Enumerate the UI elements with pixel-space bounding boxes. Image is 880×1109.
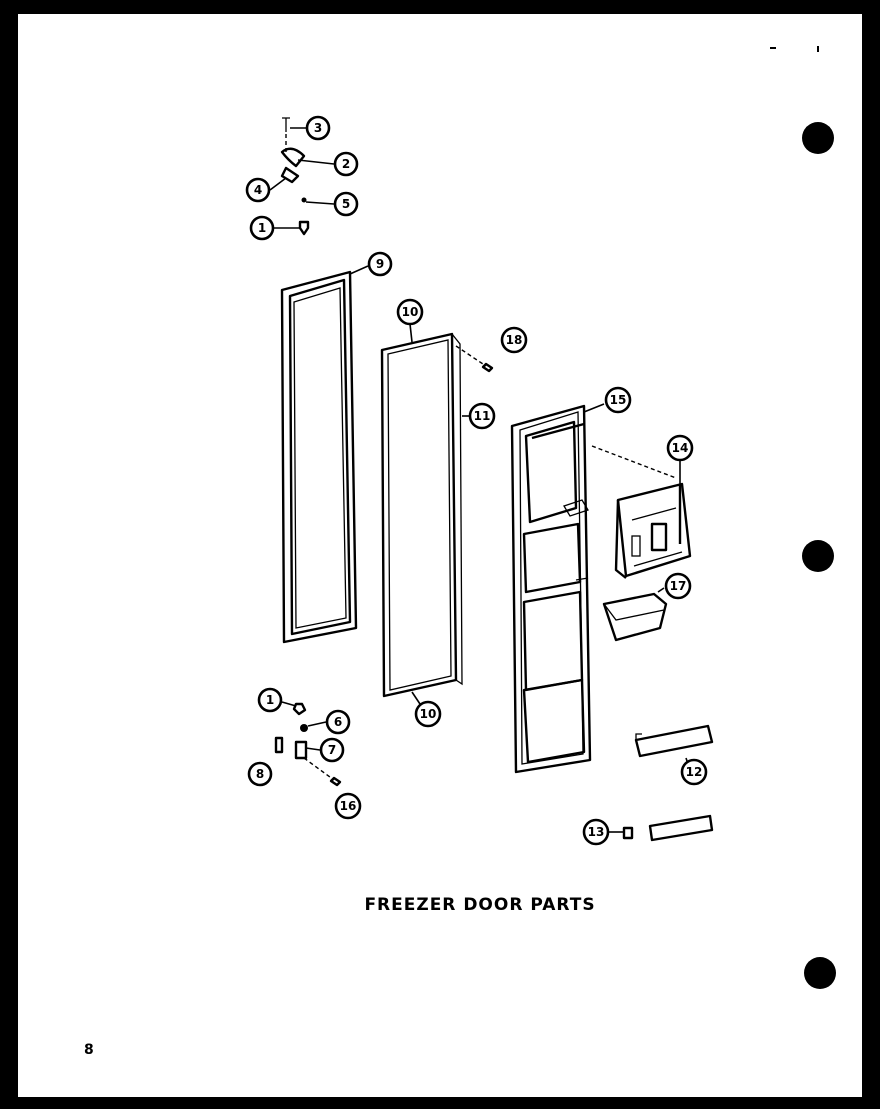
leader-lines [269, 127, 691, 833]
parts-sheet [18, 14, 862, 1097]
binder-hole-bottom [804, 957, 836, 989]
callout-8-label: 8 [256, 767, 264, 781]
screw-leader-18 [455, 345, 487, 367]
callout-17-label: 17 [670, 579, 687, 593]
callout-11: 11 [468, 402, 496, 430]
callout-16: 16 [334, 792, 362, 820]
handle-trim [634, 724, 714, 758]
callout-10-top-label: 10 [402, 305, 419, 319]
callout-10-top: 10 [396, 298, 424, 326]
callout-15: 15 [604, 386, 632, 414]
callout-7: 7 [319, 737, 345, 763]
callout-1-bottom: 1 [257, 687, 283, 713]
callout-12-label: 12 [686, 765, 703, 779]
callout-10-bottom: 10 [414, 700, 442, 728]
callout-18: 18 [500, 326, 528, 354]
callout-9: 9 [367, 251, 393, 277]
callout-11-label: 11 [474, 409, 491, 423]
callout-5: 5 [333, 191, 359, 217]
bottom-trim [622, 814, 714, 842]
callout-4: 4 [245, 177, 271, 203]
callout-7-label: 7 [328, 743, 336, 757]
callout-16-label: 16 [340, 799, 357, 813]
dispenser-door-panel [510, 404, 592, 774]
callout-18-label: 18 [506, 333, 523, 347]
bottom-hinge-parts [274, 702, 342, 787]
callout-6-label: 6 [334, 715, 342, 729]
callout-6: 6 [325, 709, 351, 735]
callout-10-bottom-label: 10 [420, 707, 437, 721]
callout-3-label: 3 [314, 121, 322, 135]
callout-13-label: 13 [588, 825, 605, 839]
door-breaker-panel [380, 332, 463, 698]
top-hinge-assembly [280, 117, 310, 236]
callout-13: 13 [582, 818, 610, 846]
dispenser-tray [602, 592, 668, 642]
binder-hole-middle [802, 540, 834, 572]
door-gasket [280, 270, 358, 644]
callout-12: 12 [680, 758, 708, 786]
diagram-title: FREEZER DOOR PARTS [364, 895, 595, 915]
callout-2-label: 2 [342, 157, 350, 171]
callout-17: 17 [664, 572, 692, 600]
binder-hole-top [802, 122, 834, 154]
screw-18 [481, 362, 494, 373]
callout-1-top: 1 [249, 215, 275, 241]
callout-3: 3 [305, 115, 331, 141]
page-number: 8 [84, 1042, 94, 1058]
callout-8: 8 [247, 761, 273, 787]
callout-2: 2 [333, 151, 359, 177]
callout-14-label: 14 [672, 441, 689, 455]
callout-1-top-label: 1 [258, 221, 266, 235]
callout-1-bottom-label: 1 [266, 693, 274, 707]
callout-4-label: 4 [254, 183, 262, 197]
callout-15-label: 15 [610, 393, 627, 407]
callout-9-label: 9 [376, 257, 384, 271]
callout-5-label: 5 [342, 197, 350, 211]
callout-14: 14 [666, 434, 694, 462]
dispenser-mechanism [614, 482, 692, 579]
dispenser-leader [591, 445, 677, 479]
